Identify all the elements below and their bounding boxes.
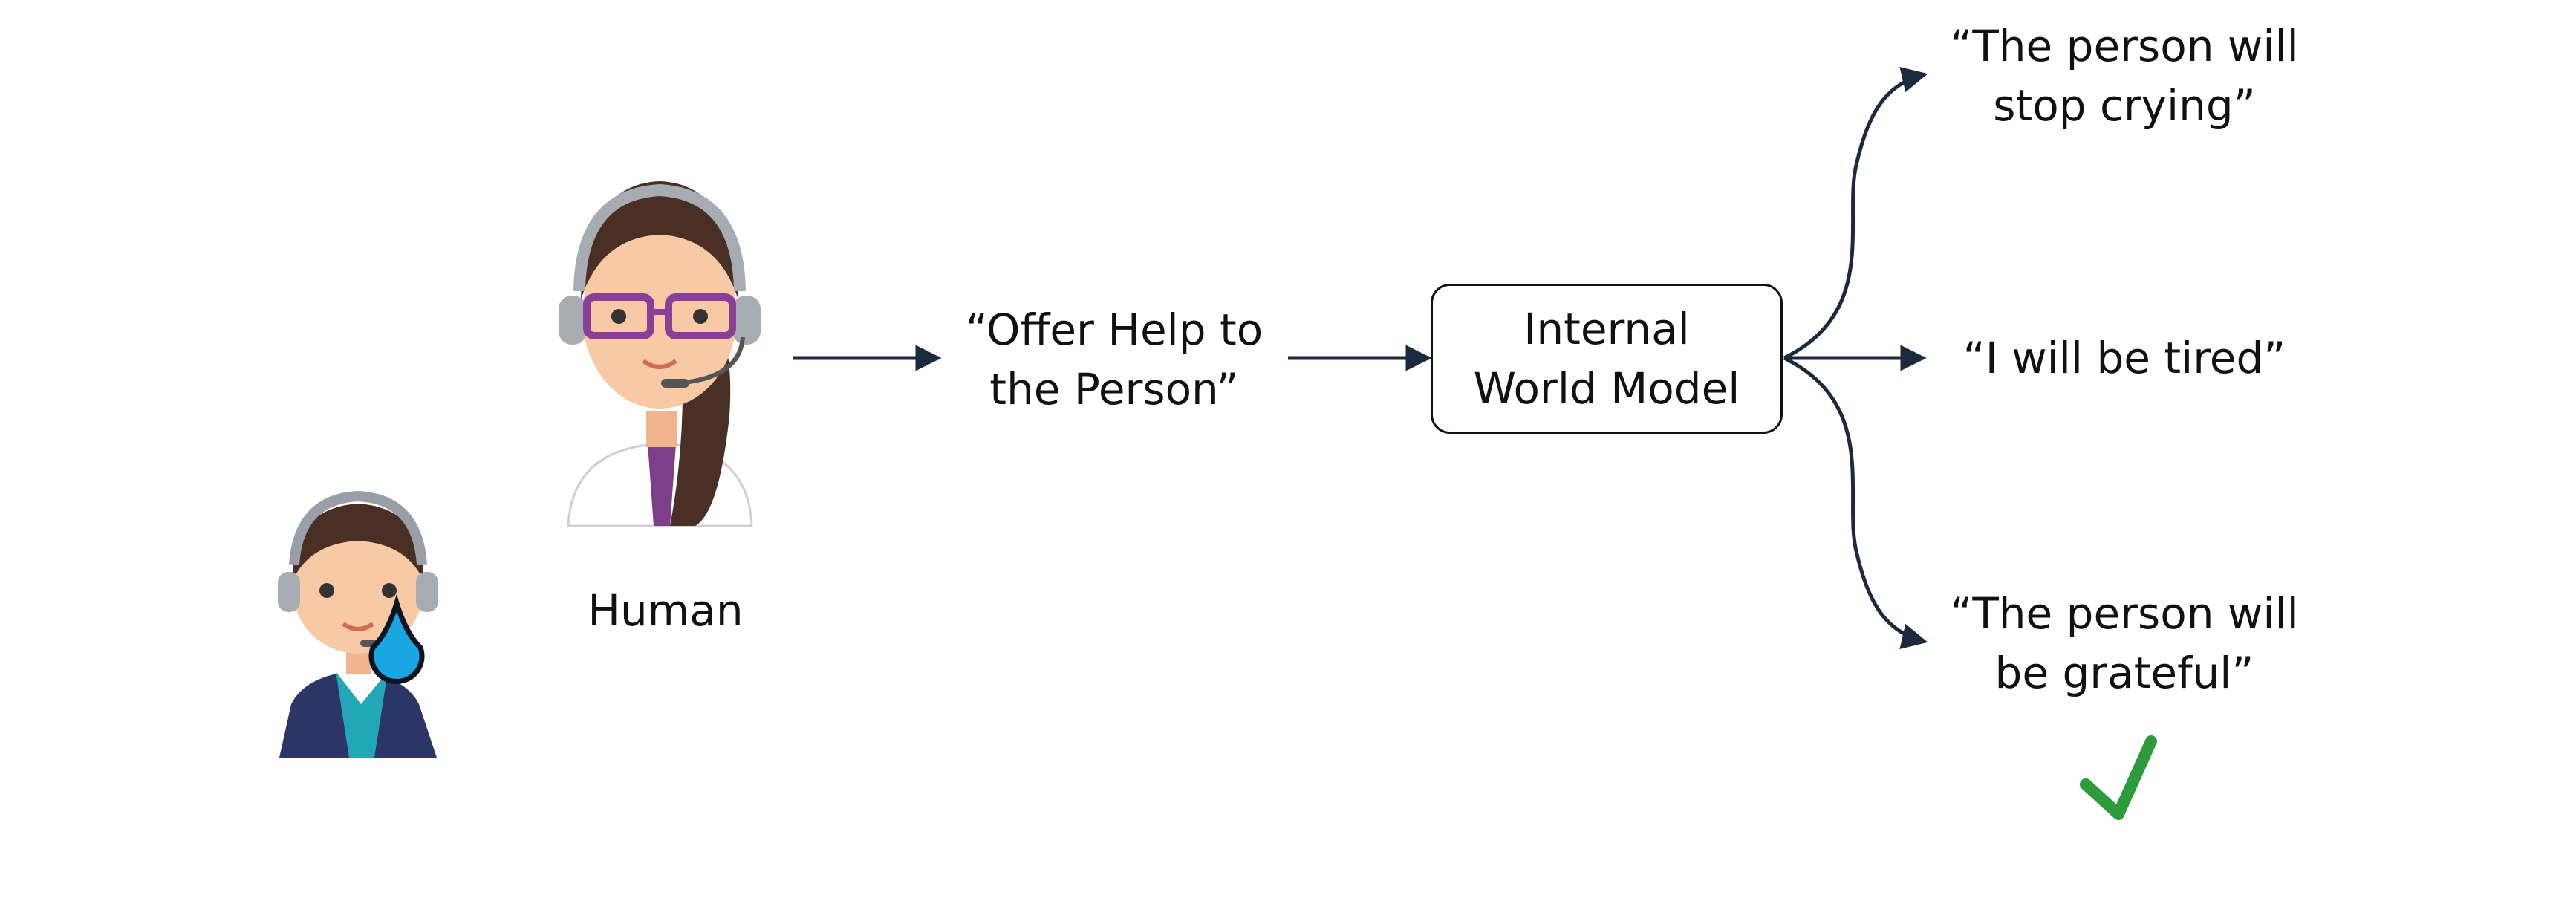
outcome-2: “I will be tired” [1962,333,2286,383]
check-mark-icon [2080,735,2157,820]
helper-woman-icon [559,181,761,527]
crying-person-icon [278,490,438,758]
tear-drop-icon [368,593,425,684]
outcome-3: “The person will be grateful” [1950,588,2299,698]
internal-world-model-box: Internal World Model [1431,284,1783,434]
arrow-model-to-outcome-3 [1783,356,1928,649]
outcome-1: “The person will stop crying” [1950,21,2299,131]
helper-label: Human [588,585,744,636]
action-text: “Offer Help to the Person” [965,305,1263,414]
arrow-model-to-outcome-1 [1783,67,1928,360]
